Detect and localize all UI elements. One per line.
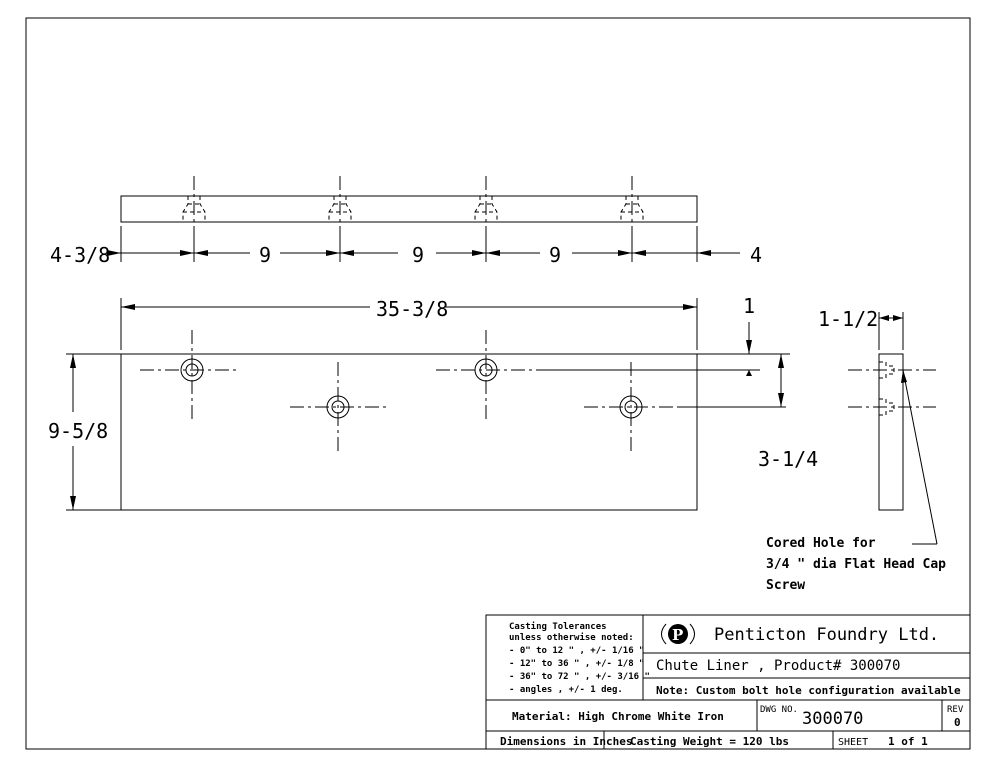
units: Dimensions in Inches xyxy=(500,735,632,748)
side-hole-hidden xyxy=(879,361,895,379)
part-title: Chute Liner , Product# 300070 xyxy=(656,658,900,674)
front-view-outline xyxy=(120,353,698,511)
tolerance-row: - angles , +/- 1 deg. xyxy=(509,685,623,695)
note-line-1: Cored Hole for xyxy=(766,536,876,551)
countersunk-hole-hidden xyxy=(474,176,498,232)
cored-hole-note: Cored Hole for 3/4 " dia Flat Head Cap S… xyxy=(766,536,946,593)
dim-left-offset: 4-3/8 xyxy=(50,243,110,267)
dwg-label: DWG NO. xyxy=(760,705,798,715)
hole-marker xyxy=(290,362,390,455)
hole-marker xyxy=(436,330,540,420)
tolerance-block: Casting Tolerances unless otherwise note… xyxy=(509,621,650,695)
dim-spacing-3: 9 xyxy=(549,243,561,267)
title-note: Note: Custom bolt hole configuration ava… xyxy=(656,684,961,697)
dwg-number: 300070 xyxy=(802,709,863,729)
logo-letter: P xyxy=(672,626,683,644)
side-view-outline xyxy=(878,353,904,511)
sheet-value: 1 of 1 xyxy=(888,735,928,748)
side-hole-hidden xyxy=(879,398,895,416)
tolerance-heading: Casting Tolerances xyxy=(509,621,607,632)
note-line-2: 3/4 " dia Flat Head Cap xyxy=(766,557,946,572)
note-line-3: Screw xyxy=(766,578,805,593)
rev-value: 0 xyxy=(954,716,961,729)
dim-right-offset: 4 xyxy=(750,243,762,267)
top-view: 4-3/8 9 9 9 4 xyxy=(50,176,762,267)
tolerance-row: - 36" to 72 " , +/- 3/16 " xyxy=(509,672,650,682)
top-view-holes xyxy=(182,176,644,232)
material: Material: High Chrome White Iron xyxy=(512,710,724,723)
tolerance-row: - 12" to 36 " , +/- 1/8 " xyxy=(509,659,644,669)
dim-top-offset: 1 xyxy=(743,294,755,318)
company-name: Penticton Foundry Ltd. xyxy=(714,625,939,645)
tolerance-subheading: unless otherwise noted: xyxy=(509,632,634,643)
dim-thickness: 1-1/2 xyxy=(818,307,878,331)
title-block: Casting Tolerances unless otherwise note… xyxy=(485,614,971,750)
front-view: 35-3/8 9-5/8 xyxy=(48,294,818,511)
hole-marker xyxy=(140,330,238,420)
countersunk-hole-hidden xyxy=(182,176,206,232)
top-view-outline xyxy=(120,195,698,223)
dim-overall-length: 35-3/8 xyxy=(376,297,448,321)
casting-weight: Casting Weight = 120 lbs xyxy=(630,735,789,748)
dim-spacing-2: 9 xyxy=(412,243,424,267)
dim-row-offset: 3-1/4 xyxy=(758,447,818,471)
side-view: 1-1/2 xyxy=(818,307,938,545)
sheet-label: SHEET xyxy=(838,737,868,748)
countersunk-hole-hidden xyxy=(620,176,644,232)
tolerance-row: - 0" to 12 " , +/- 1/16 " xyxy=(509,646,644,656)
dim-spacing-1: 9 xyxy=(259,243,271,267)
rev-label: REV xyxy=(947,705,964,715)
countersunk-hole-hidden xyxy=(328,176,352,232)
hole-marker xyxy=(584,362,680,455)
company-logo: P xyxy=(661,623,695,645)
dim-height: 9-5/8 xyxy=(48,419,108,443)
